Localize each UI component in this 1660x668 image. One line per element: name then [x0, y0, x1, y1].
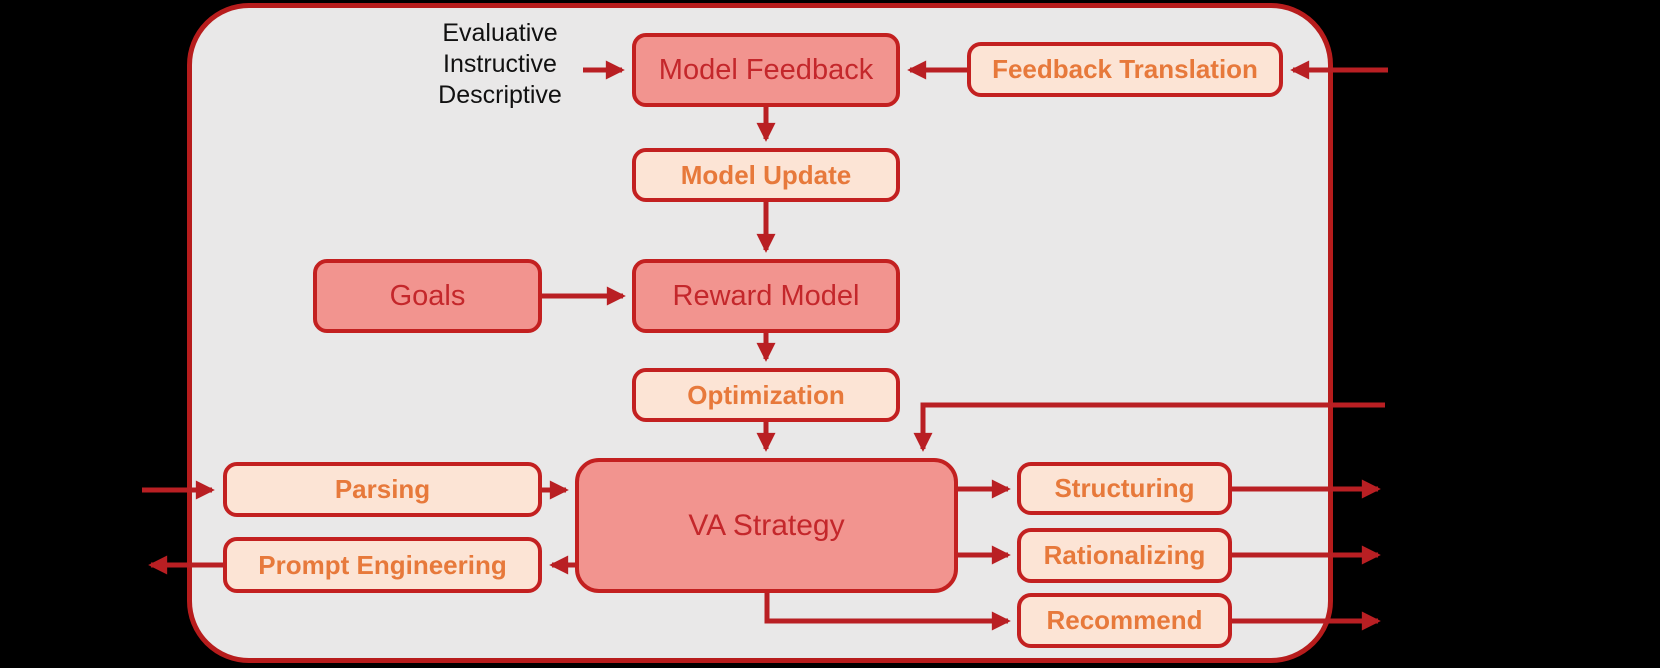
feedback-types-annotation: Evaluative Instructive Descriptive	[385, 18, 615, 111]
node-recommend-label: Recommend	[1046, 605, 1203, 635]
node-prompt-engineering-label: Prompt Engineering	[258, 549, 507, 580]
node-structuring: Structuring	[1017, 462, 1232, 515]
node-structuring-label: Structuring	[1054, 473, 1195, 503]
node-rationalizing: Rationalizing	[1017, 528, 1232, 583]
node-parsing-label: Parsing	[334, 474, 431, 504]
node-feedback-translation-label: Feedback Translation	[992, 54, 1258, 84]
node-prompt-engineering: Prompt Engineering	[223, 537, 542, 593]
node-feedback-translation: Feedback Translation	[967, 42, 1283, 97]
node-model-feedback: Model Feedback	[632, 33, 900, 107]
node-recommend: Recommend	[1017, 593, 1232, 648]
node-optimization-label: Optimization	[687, 379, 845, 410]
node-optimization: Optimization	[632, 368, 900, 422]
node-reward-model: Reward Model	[632, 259, 900, 333]
node-model-feedback-label: Model Feedback	[658, 53, 874, 86]
annotation-line-instructive: Instructive	[443, 50, 557, 78]
node-rationalizing-label: Rationalizing	[1043, 540, 1206, 570]
annotation-line-evaluative: Evaluative	[442, 19, 558, 47]
node-va-strategy: VA Strategy	[575, 458, 958, 593]
node-goals-label: Goals	[389, 279, 466, 312]
annotation-line-descriptive: Descriptive	[438, 81, 562, 109]
node-model-update-label: Model Update	[680, 159, 852, 190]
node-model-update: Model Update	[632, 148, 900, 202]
node-va-strategy-label: VA Strategy	[688, 508, 845, 542]
node-goals: Goals	[313, 259, 542, 333]
node-parsing: Parsing	[223, 462, 542, 517]
node-reward-model-label: Reward Model	[672, 279, 860, 312]
